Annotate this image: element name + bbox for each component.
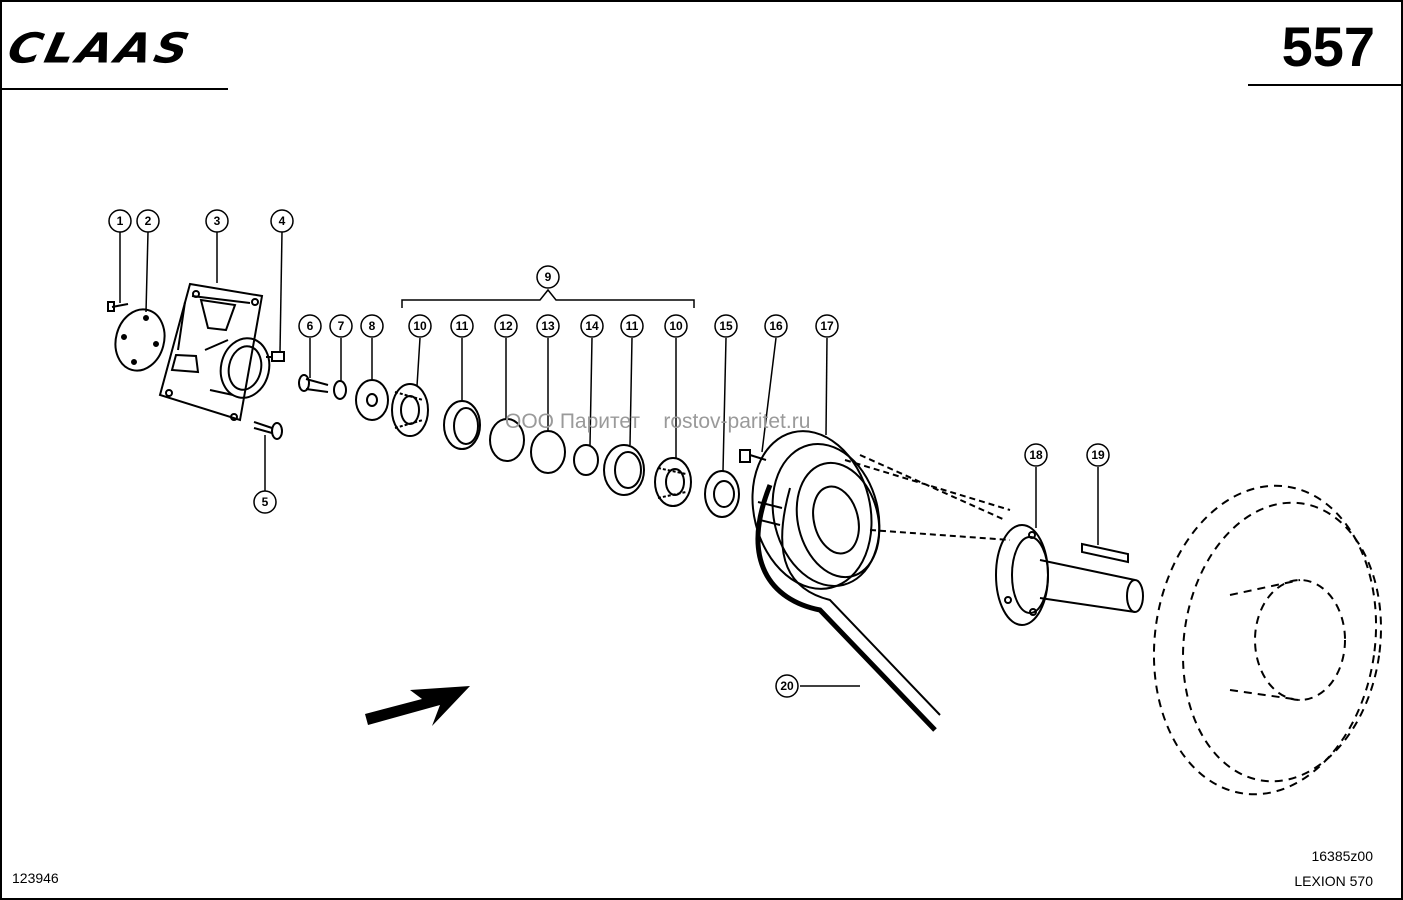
part-11-bearing-cup-second bbox=[603, 444, 645, 496]
part-19-key bbox=[1081, 542, 1129, 564]
part-15-washer bbox=[704, 470, 740, 518]
part-18-hub-shaft bbox=[995, 524, 1144, 626]
logo-underline bbox=[0, 88, 228, 90]
part-2-cover-plate bbox=[114, 308, 166, 372]
part-7-washer bbox=[333, 380, 347, 400]
part-8-spacer bbox=[355, 379, 389, 421]
callout-16: 16 bbox=[769, 319, 783, 333]
watermark-text: ООО Паритет rostov-paritet.ru bbox=[505, 410, 811, 433]
callout-11: 11 bbox=[456, 319, 469, 333]
page-number: 557 bbox=[1281, 15, 1375, 78]
callout-6: 6 bbox=[307, 319, 314, 333]
callout-9: 9 bbox=[545, 270, 552, 284]
reference-flywheel-dashed bbox=[1152, 484, 1382, 796]
callout-14: 14 bbox=[585, 319, 599, 333]
callout-18: 18 bbox=[1029, 448, 1043, 462]
part-13-circlip bbox=[530, 430, 566, 474]
callout-2: 2 bbox=[145, 214, 152, 228]
callout-1: 1 bbox=[117, 214, 124, 228]
part-17-pulley bbox=[751, 430, 881, 590]
callout-10: 10 bbox=[413, 319, 427, 333]
part-6-bolt bbox=[298, 374, 329, 393]
callout-19: 19 bbox=[1091, 448, 1105, 462]
model-name: LEXION 570 bbox=[1294, 873, 1373, 889]
part-3-bearing-housing bbox=[158, 282, 271, 422]
part-4-nut bbox=[266, 351, 285, 362]
part-10-roller-bearing-second bbox=[654, 457, 692, 507]
callout-15: 15 bbox=[719, 319, 733, 333]
callout-3: 3 bbox=[214, 214, 221, 228]
direction-arrow bbox=[365, 686, 470, 726]
part-11-bearing-cup bbox=[443, 400, 481, 450]
drawing-ref-right: 16385z00 bbox=[1311, 848, 1373, 864]
part-1-screw bbox=[107, 301, 129, 312]
callout-5: 5 bbox=[262, 495, 269, 509]
part-12-circlip bbox=[489, 418, 525, 462]
callout-13: 13 bbox=[541, 319, 555, 333]
part-16-bolt bbox=[739, 449, 767, 463]
callout-20: 20 bbox=[780, 679, 794, 693]
page-number-underline bbox=[1248, 84, 1403, 86]
callout-7: 7 bbox=[338, 319, 345, 333]
part-20-v-belt bbox=[755, 454, 1011, 732]
part-5-bolt bbox=[253, 421, 283, 440]
part-10-roller-bearing bbox=[391, 383, 429, 437]
callout-12: 12 bbox=[499, 319, 513, 333]
callout-17: 17 bbox=[820, 319, 834, 333]
drawing-ref-left: 123946 bbox=[12, 870, 59, 886]
callout-8: 8 bbox=[369, 319, 376, 333]
part-14-ring bbox=[573, 444, 599, 476]
callout-4: 4 bbox=[279, 214, 286, 228]
callout-10-second: 10 bbox=[669, 319, 683, 333]
callout-11-second: 11 bbox=[626, 319, 639, 333]
leader-lines bbox=[119, 231, 1099, 687]
